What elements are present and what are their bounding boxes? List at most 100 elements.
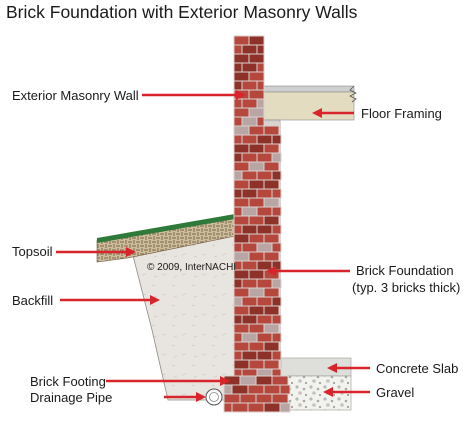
brick [233, 341, 250, 352]
brick [263, 197, 280, 208]
brick [248, 71, 265, 82]
brick [247, 402, 265, 413]
brick [256, 242, 273, 253]
brick [248, 359, 265, 370]
brick [248, 179, 265, 190]
floor-joist [263, 91, 355, 121]
brick [256, 98, 265, 109]
brick [241, 296, 258, 307]
brick [223, 393, 241, 404]
pointer-arrows [56, 90, 370, 402]
brick [241, 98, 258, 109]
brick [271, 278, 282, 289]
brick [248, 287, 265, 298]
label-brick-footing: Brick Footing [30, 374, 106, 389]
brick [233, 71, 250, 82]
brick [248, 305, 265, 316]
brick [263, 125, 280, 136]
brick [233, 251, 250, 262]
brick [256, 188, 273, 199]
label-concrete-slab: Concrete Slab [376, 361, 459, 376]
brick [248, 53, 265, 64]
brick [233, 116, 243, 127]
brick [241, 116, 258, 127]
label-drainage-pipe: Drainage Pipe [30, 390, 113, 405]
brick [233, 305, 250, 316]
label-brick-foundation: Brick Foundation [356, 263, 454, 278]
brick [241, 260, 258, 271]
brick [233, 179, 250, 190]
brick [233, 269, 250, 280]
brick [271, 134, 282, 145]
brick [271, 188, 282, 199]
brick [271, 152, 282, 163]
brick [241, 242, 258, 253]
topsoil-grass [97, 214, 235, 243]
brick [263, 359, 280, 370]
brick [255, 375, 273, 386]
brick [233, 323, 250, 334]
brick [233, 359, 250, 370]
brick [233, 224, 243, 235]
backfill-soil [127, 235, 236, 401]
brick [233, 80, 243, 91]
brick [279, 402, 291, 413]
brick [239, 393, 257, 404]
brick [233, 53, 250, 64]
brick [241, 350, 258, 361]
brick [248, 269, 265, 280]
arrow-floor-framing [312, 108, 354, 118]
brick [263, 305, 280, 316]
brick [233, 242, 243, 253]
brick [233, 143, 250, 154]
arrow-drainage-pipe [164, 392, 206, 402]
brick [271, 375, 289, 386]
subfloor [263, 85, 355, 93]
brick [241, 62, 258, 73]
diagram-title: Brick Foundation with Exterior Masonry W… [6, 2, 358, 22]
brick [231, 384, 249, 395]
brick [256, 296, 273, 307]
drainage-pipe-shape [205, 388, 223, 406]
brick [233, 278, 243, 289]
brick [271, 350, 282, 361]
brick [263, 402, 281, 413]
brick [263, 287, 280, 298]
brick [263, 161, 280, 172]
arrow-brick-footing [106, 376, 230, 386]
brick [233, 350, 243, 361]
brick [248, 125, 265, 136]
brick [248, 107, 265, 118]
brick [256, 206, 273, 217]
brick [263, 233, 280, 244]
brick [248, 251, 265, 262]
brick [231, 402, 249, 413]
brick [256, 224, 273, 235]
brick [248, 197, 265, 208]
arrow-backfill [60, 295, 160, 305]
brick [248, 161, 265, 172]
label-topsoil: Topsoil [12, 244, 53, 259]
brick [256, 152, 273, 163]
brick [248, 215, 265, 226]
brick [271, 170, 282, 181]
arrow-concrete-slab [327, 363, 370, 373]
brick [233, 233, 250, 244]
brick [241, 278, 258, 289]
brick [271, 393, 289, 404]
label-brick-foundation-note: (typ. 3 bricks thick) [352, 280, 461, 295]
brick [247, 384, 265, 395]
brick [271, 242, 282, 253]
brick [271, 224, 282, 235]
brick [279, 384, 291, 395]
brick [233, 98, 243, 109]
brick [248, 89, 265, 100]
brick [255, 393, 273, 404]
brick [248, 35, 265, 46]
label-backfill: Backfill [12, 293, 54, 308]
brick [248, 233, 265, 244]
brick [271, 206, 282, 217]
label-exterior-wall: Exterior Masonry Wall [12, 88, 139, 103]
brick [233, 44, 243, 55]
